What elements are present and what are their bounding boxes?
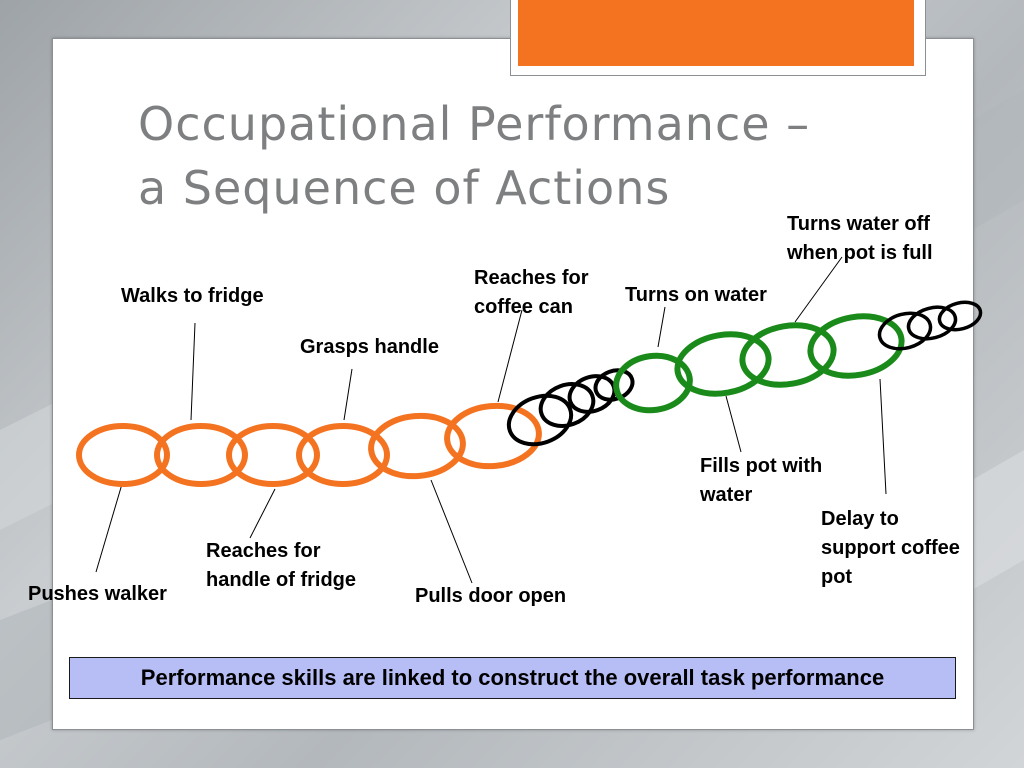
chain-link-orange-1 xyxy=(76,423,170,487)
label-reaches-for-handle: Reaches for handle of fridge xyxy=(206,537,356,595)
chain-link-orange-3 xyxy=(226,423,320,487)
leader-line-delay xyxy=(879,378,887,495)
chain-link-black-1 xyxy=(506,393,574,447)
label-walks-to-fridge-text: Walks to fridge xyxy=(121,285,264,307)
label-line: Turns water off xyxy=(787,213,930,235)
orange-links xyxy=(76,402,542,487)
chain-link-green-1 xyxy=(613,352,693,414)
slide-canvas xyxy=(52,38,974,730)
label-grasps-handle: Grasps handle xyxy=(300,333,439,362)
black-links-right xyxy=(877,300,983,351)
label-grasps-handle-text: Grasps handle xyxy=(300,336,439,358)
label-fills-pot: Fills pot with water xyxy=(700,452,822,510)
chain-link-black-6 xyxy=(906,305,958,341)
label-turns-on-water-text: Turns on water xyxy=(625,284,767,306)
leader-line-walks xyxy=(190,322,196,421)
label-pushes-walker: Pushes walker xyxy=(28,580,167,609)
chain-link-orange-5 xyxy=(368,412,466,480)
label-turns-on-water: Turns on water xyxy=(625,281,767,310)
label-line: Reaches for xyxy=(206,540,321,562)
leader-line-pushes xyxy=(95,483,123,573)
leader-line-pulls xyxy=(430,479,473,584)
label-line: Delay to xyxy=(821,508,899,530)
slide-title: Occupational Performance – a Sequence of… xyxy=(138,92,938,220)
summary-banner: Performance skills are linked to constru… xyxy=(69,657,956,699)
leader-line-reaches-handle xyxy=(249,488,276,539)
chain-link-green-3 xyxy=(739,322,837,388)
label-turns-water-off: Turns water off when pot is full xyxy=(787,210,933,268)
chain-link-black-5 xyxy=(877,311,933,351)
label-line: Fills pot with xyxy=(700,455,823,477)
chain-link-orange-2 xyxy=(154,423,248,487)
leader-line-coffee-can xyxy=(497,309,523,403)
leader-line-fills xyxy=(725,395,742,453)
label-line: water xyxy=(700,484,753,506)
label-line: support coffee xyxy=(821,537,960,559)
label-line: when pot is full xyxy=(787,242,933,264)
label-pulls-door-open-text: Pulls door open xyxy=(415,585,567,607)
accent-bar xyxy=(518,0,914,66)
label-line: pot xyxy=(821,566,853,588)
label-pushes-walker-text: Pushes walker xyxy=(28,583,167,605)
label-reaches-for-coffee-can: Reaches for coffee can xyxy=(474,264,589,322)
chain-link-green-2 xyxy=(674,331,772,397)
label-delay-to-support: Delay to support coffee pot xyxy=(821,505,960,592)
green-links xyxy=(613,313,905,414)
leader-lines xyxy=(95,256,887,584)
label-line: coffee can xyxy=(474,296,573,318)
chain-link-orange-4 xyxy=(296,423,390,487)
label-line: Reaches for xyxy=(474,267,589,289)
chain-link-black-7 xyxy=(937,300,983,332)
title-line-2: a Sequence of Actions xyxy=(138,161,671,215)
label-pulls-door-open: Pulls door open xyxy=(415,582,566,611)
label-line: handle of fridge xyxy=(206,569,356,591)
chain-link-green-4 xyxy=(807,313,905,379)
leader-line-turns-off xyxy=(794,256,843,323)
label-walks-to-fridge: Walks to fridge xyxy=(121,282,264,311)
title-line-1: Occupational Performance – xyxy=(138,97,811,151)
chain-link-orange-6 xyxy=(444,402,542,470)
leader-line-grasps xyxy=(343,368,353,421)
leader-line-turns-on xyxy=(657,306,666,348)
chain-link-black-2 xyxy=(538,382,596,428)
